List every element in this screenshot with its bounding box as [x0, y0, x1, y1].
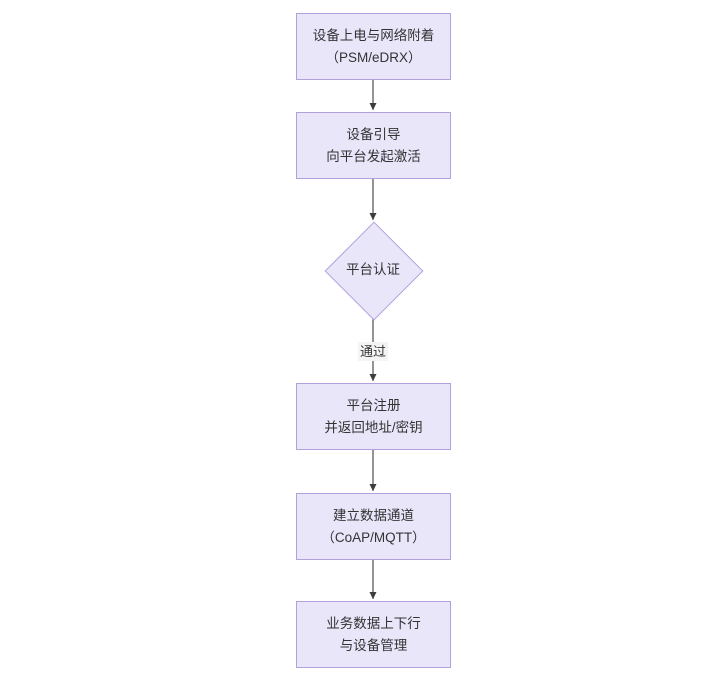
- node-platform-authentication[interactable]: 平台认证: [324, 221, 424, 321]
- edge-label-pass: 通过: [357, 342, 389, 361]
- node-establish-data-channel[interactable]: 建立数据通道 （CoAP/MQTT）: [296, 493, 451, 560]
- node-label-line: （PSM/eDRX）: [325, 49, 422, 65]
- node-platform-registration[interactable]: 平台注册 并返回地址/密钥: [296, 383, 451, 450]
- node-label-line: 业务数据上下行: [326, 615, 421, 631]
- node-label-line: 与设备管理: [339, 637, 408, 653]
- node-label-line: 平台认证: [346, 262, 400, 277]
- node-label-line: 向平台发起激活: [326, 148, 421, 164]
- node-device-bootstrap[interactable]: 设备引导 向平台发起激活: [296, 112, 451, 179]
- node-label-line: 建立数据通道: [333, 507, 414, 523]
- node-label-line: 并返回地址/密钥: [324, 419, 423, 435]
- node-label-line: 设备上电与网络附着: [312, 27, 435, 43]
- node-label-line: （CoAP/MQTT）: [321, 529, 426, 545]
- node-device-power-on[interactable]: 设备上电与网络附着 （PSM/eDRX）: [296, 13, 451, 80]
- node-label-line: 设备引导: [346, 126, 401, 142]
- node-business-data-exchange[interactable]: 业务数据上下行 与设备管理: [296, 601, 451, 668]
- node-label-line: 平台注册: [346, 397, 401, 413]
